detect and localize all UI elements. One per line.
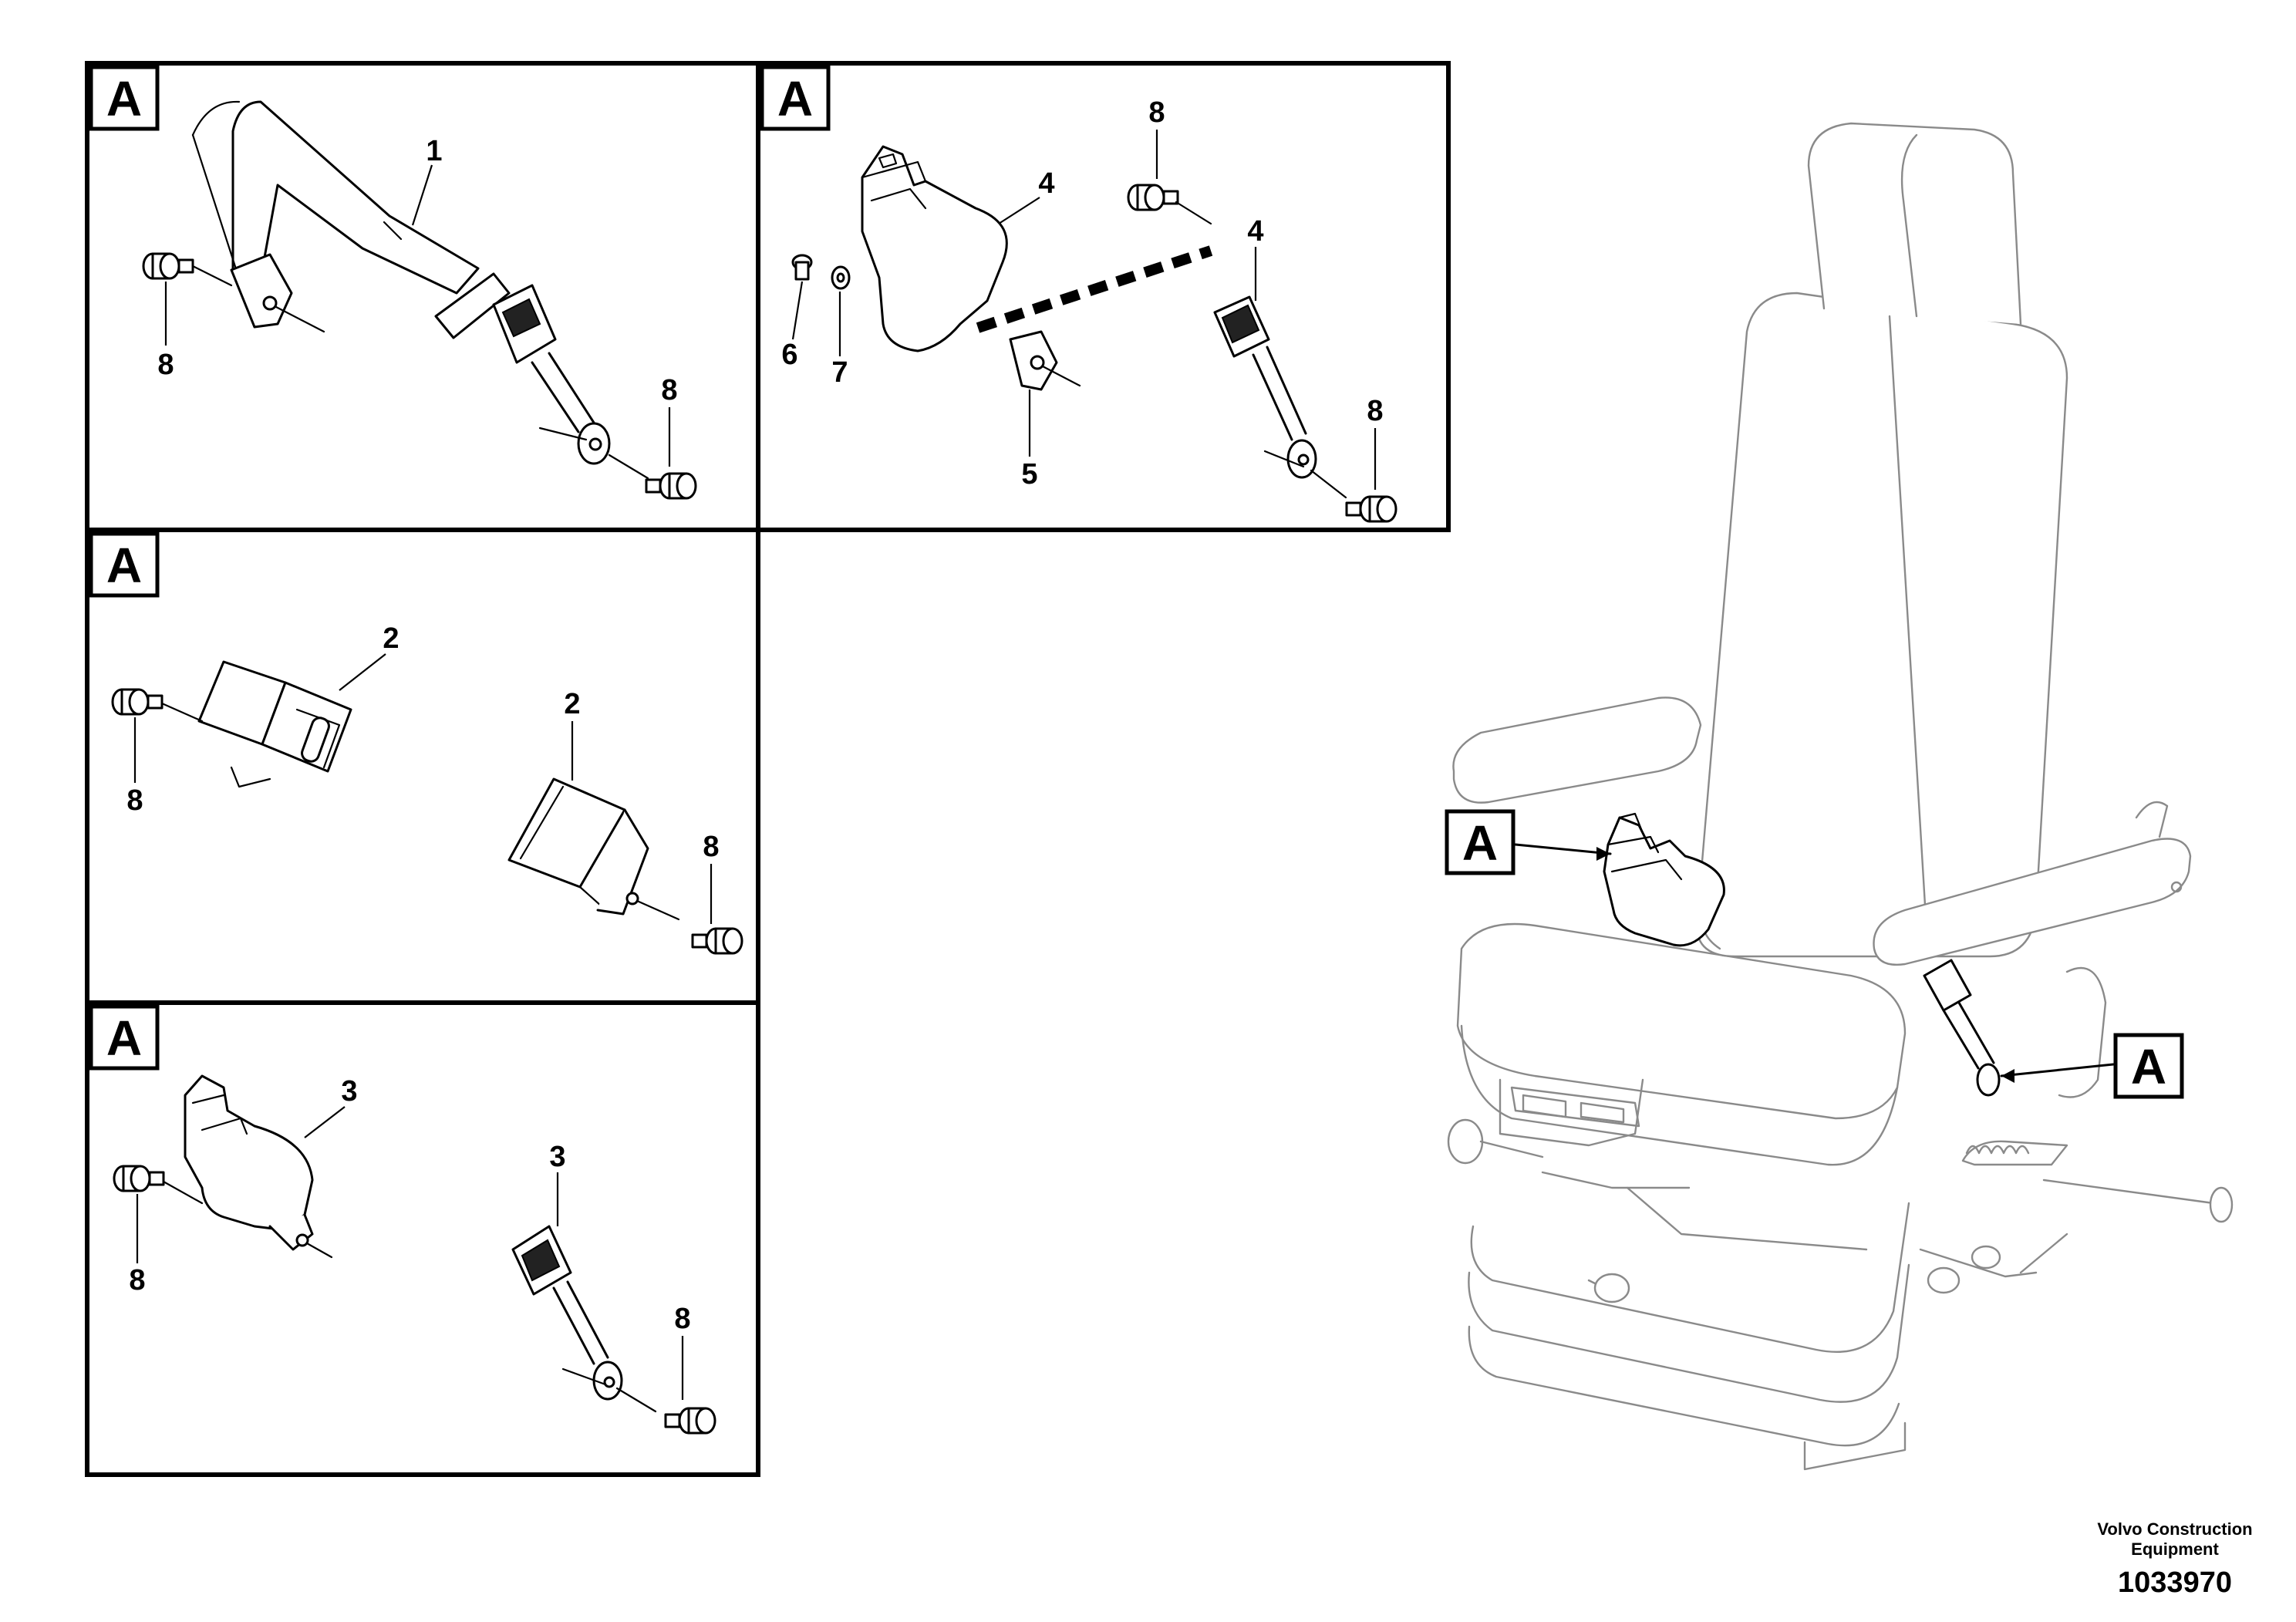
section-tag-box <box>89 531 160 598</box>
operator-seat-illustration: A A <box>1445 122 2234 1471</box>
belt-strap-dashed <box>976 245 1213 333</box>
section-tag: A <box>106 1010 142 1066</box>
section-tag: A <box>106 538 142 593</box>
panel-retractor-belt: A 3 8 3 8 <box>85 1000 760 1477</box>
footer-line1: Volvo Construction <box>2097 1519 2252 1539</box>
bolt-icon <box>113 1165 165 1192</box>
callout-number: 8 <box>1367 395 1383 427</box>
section-tag-box <box>760 65 831 131</box>
panel-belt-anchor-1: A 1 8 8 <box>85 61 760 532</box>
seat-buckle-head <box>1923 959 1972 1012</box>
seat-tag-box-left <box>1445 809 1515 875</box>
belt-tongue <box>434 272 511 339</box>
callout-number: 8 <box>126 784 143 817</box>
footer-code: 1033970 <box>2118 1566 2232 1599</box>
section-tag-box <box>89 65 160 131</box>
right-armrest <box>1873 838 2192 966</box>
bolt-icon <box>691 927 743 955</box>
static-belt-buckle <box>507 777 626 889</box>
pointer-arrow <box>2000 1063 2115 1077</box>
callout-number: 3 <box>341 1075 357 1108</box>
callout-number: 4 <box>1038 167 1054 200</box>
callout-number: 7 <box>831 356 848 389</box>
footer-line2: Equipment <box>2131 1539 2219 1559</box>
seat-backrest <box>1695 292 2068 958</box>
callout-number: 2 <box>383 622 399 655</box>
callout-number: 4 <box>1247 215 1263 248</box>
pointer-arrow <box>1514 843 1612 855</box>
seat-tag-right: A <box>2131 1039 2166 1094</box>
seat-tag-box-right <box>2113 1033 2184 1099</box>
callout-number: 3 <box>549 1141 565 1173</box>
screw-icon <box>791 254 813 281</box>
headrest <box>1807 122 2022 325</box>
lap-belt-strap <box>231 100 480 295</box>
callout-number: 5 <box>1021 458 1037 491</box>
callout-number: 8 <box>129 1264 145 1297</box>
seat-tag-left: A <box>1462 815 1498 871</box>
section-tag-box <box>89 1004 160 1071</box>
bolt-icon <box>645 472 697 500</box>
callout-number: 8 <box>661 374 677 406</box>
bolt-icon <box>142 252 194 280</box>
belt-retractor <box>861 145 1008 352</box>
callout-number: 1 <box>426 135 442 167</box>
callout-number: 6 <box>781 339 797 371</box>
bolt-icon <box>1127 184 1179 211</box>
callout-number: 8 <box>703 831 719 863</box>
panel-retractor-and-buckle: A 8 4 <box>756 61 1451 532</box>
callout-number: 8 <box>157 349 174 381</box>
seat-cushion <box>1456 922 1907 1120</box>
callout-number: 2 <box>564 688 580 720</box>
anchor-plate <box>230 253 293 329</box>
belt-retractor <box>184 1074 314 1232</box>
bolt-icon <box>664 1407 716 1435</box>
left-armrest <box>1452 696 1702 804</box>
panel-static-belt: A 2 8 2 8 <box>85 528 760 1005</box>
callout-number: 8 <box>674 1303 690 1335</box>
seat-belt-retractor <box>1603 816 1725 947</box>
bolt-icon <box>111 688 164 716</box>
bolt-icon <box>1345 495 1397 523</box>
section-tag: A <box>106 71 142 126</box>
section-tag: A <box>777 71 813 126</box>
washer-icon <box>831 265 851 290</box>
callout-number: 8 <box>1148 96 1165 129</box>
footer-brand: Volvo Construction Equipment 1033970 <box>2097 1519 2252 1599</box>
